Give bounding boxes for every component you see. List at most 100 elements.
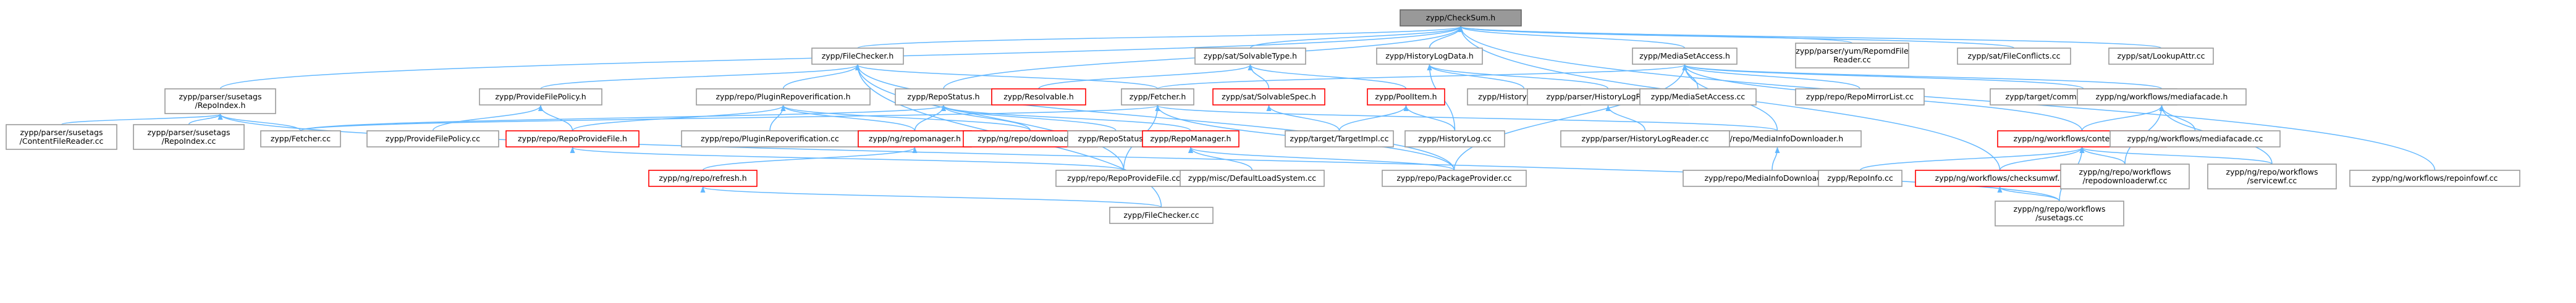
edge-refresh_h-to-ngrepomanager_h	[702, 147, 918, 171]
node-label: zypp/CheckSum.h	[1426, 13, 1495, 22]
graph-node-satsolvablespec-h[interactable]: zypp/sat/SolvableSpec.h	[1212, 88, 1325, 106]
node-box	[696, 88, 871, 106]
node-box	[164, 88, 276, 114]
graph-node-lookupattr[interactable]: zypp/sat/LookupAttr.cc	[2108, 48, 2214, 65]
graph-node-providefilepolicy-cc[interactable]: zypp/ProvideFilePolicy.cc	[366, 130, 499, 147]
graph-node-pluginrepover-h[interactable]: zypp/repo/PluginRepoverification.h	[696, 88, 871, 106]
node-label: zypp/parser/HistoryLogReader.h	[1546, 92, 1670, 101]
node-label: /servicewf.cc	[2247, 176, 2297, 185]
node-box	[1180, 170, 1325, 187]
edge-contextfacade_h-to-mediafacade_h	[2081, 105, 2164, 131]
edge-historylogreader_h-to-historylogdata_h	[1427, 64, 1609, 89]
graph-node-servicewf-cc[interactable]: zypp/ng/repo/workflows/servicewf.cc	[2207, 164, 2337, 189]
graph-node-repoprovidefile-h[interactable]: zypp/repo/RepoProvideFile.h	[505, 130, 640, 147]
graph-node-ngrepomanager-h[interactable]: zypp/ng/repomanager.h	[858, 130, 972, 147]
node-box	[1957, 48, 2071, 65]
node-label: zypp/repo/MediaInfoDownloader.cc	[1704, 173, 1839, 183]
graph-node-repodownloaderwf-cc[interactable]: zypp/ng/repo/workflows/repodownloaderwf.…	[2060, 164, 2190, 189]
graph-node-historylogdata-h[interactable]: zypp/HistoryLogData.h	[1376, 48, 1483, 65]
node-box	[895, 88, 992, 106]
graph-node-repomanager-h[interactable]: zypp/RepoManager.h	[1142, 130, 1239, 147]
graph-node-fileconflicts[interactable]: zypp/sat/FileConflicts.cc	[1957, 48, 2071, 65]
node-label: zypp/target/TargetImpl.cc	[1290, 134, 1389, 143]
node-label: zypp/MediaSetAccess.h	[1639, 51, 1730, 60]
node-box	[2109, 130, 2281, 147]
edge-packageprovider_cc-to-mediasetaccess_h	[1453, 64, 1687, 171]
edge-repoprovidefile_cc-to-repoprovidefile_h	[570, 147, 1125, 171]
edge-satsolvablespec_h-to-solvabletype_h	[1248, 64, 1270, 89]
edge-mediainfodownloader_cc-to-mediainfodownloader_h	[1772, 147, 1780, 171]
node-label: zypp/parser/susetags	[148, 128, 230, 137]
graph-node-mediasetaccess-cc[interactable]: zypp/MediaSetAccess.cc	[1639, 88, 1757, 106]
node-label: zypp/RepoStatus.h	[907, 92, 979, 101]
edge-targetimpl_cc-to-satsolvablespec_h	[1266, 105, 1340, 131]
node-label: /ContentFileReader.cc	[20, 136, 104, 146]
graph-node-historylog-cc[interactable]: zypp/HistoryLog.cc	[1404, 130, 1505, 147]
graph-node-packageprovider-cc[interactable]: zypp/repo/PackageProvider.cc	[1382, 170, 1527, 187]
graph-node-resolvable-h[interactable]: zypp/Resolvable.h	[991, 88, 1086, 106]
edge-providefilepolicy_h-to-filechecker_h	[540, 64, 860, 89]
edge-servicewf_cc-to-contextfacade_h	[2079, 147, 2273, 165]
graph-node-repoindex-h[interactable]: zypp/parser/susetags/RepoIndex.h	[164, 88, 276, 114]
graph-node-poolitem-h[interactable]: zypp/PoolItem.h	[1367, 88, 1445, 106]
edge-historylogreader_cc-to-historylogreader_h	[1605, 105, 1646, 131]
node-label: zypp/Resolvable.h	[1003, 92, 1074, 101]
graph-node-filechecker-h[interactable]: zypp/FileChecker.h	[811, 48, 904, 65]
node-layer: zypp/CheckSum.h zypp/FileChecker.h zypp/sa…	[6, 9, 2520, 226]
edge-pluginrepover_h-to-filechecker_h	[782, 64, 860, 89]
graph-node-providefilepolicy-h[interactable]: zypp/ProvideFilePolicy.h	[479, 88, 602, 106]
node-label: /RepoIndex.cc	[162, 136, 216, 146]
graph-node-mediafacade-h[interactable]: zypp/ng/workflows/mediafacade.h	[2077, 88, 2247, 106]
graph-node-defaultloadsystem-cc[interactable]: zypp/misc/DefaultLoadSystem.cc	[1180, 170, 1325, 187]
node-box	[366, 130, 499, 147]
graph-node-fetcher-cc[interactable]: zypp/Fetcher.cc	[260, 130, 341, 147]
edge-ngrepomanager_h-to-pluginrepover_h	[780, 105, 916, 131]
graph-node-repoinfo-cc[interactable]: zypp/RepoInfo.cc	[1818, 170, 1902, 187]
node-box	[1109, 207, 1214, 224]
graph-node-filechecker-cc[interactable]: zypp/FileChecker.cc	[1109, 207, 1214, 224]
edge-susetags_cc-to-repoindex_h	[217, 114, 2060, 202]
graph-node-fetcher-h[interactable]: zypp/Fetcher.h	[1121, 88, 1194, 106]
edge-fetcher_cc-to-repostatus_h	[300, 105, 946, 131]
graph-node-contentfilereader[interactable]: zypp/parser/susetags/ContentFileReader.c…	[6, 124, 117, 150]
graph-node-refresh-h[interactable]: zypp/ng/repo/refresh.h	[648, 170, 758, 187]
graph-node-susetags-cc[interactable]: zypp/ng/repo/workflows/susetags.cc	[1995, 201, 2124, 226]
edge-filechecker_cc-to-refresh_h	[700, 186, 1162, 208]
node-box	[1376, 48, 1483, 65]
graph-node-targetimpl-cc[interactable]: zypp/target/TargetImpl.cc	[1285, 130, 1394, 147]
graph-node-historylogreader-cc[interactable]: zypp/parser/HistoryLogReader.cc	[1560, 130, 1730, 147]
graph-node-mediafacade-cc[interactable]: zypp/ng/workflows/mediafacade.cc	[2109, 130, 2281, 147]
graph-node-repoinfowf-cc[interactable]: zypp/ng/workflows/repoinfowf.cc	[2349, 170, 2520, 187]
edge-lookupattr-to-root	[1458, 26, 2162, 49]
edge-mediasetaccess_h-to-root	[1458, 26, 1686, 49]
node-label: zypp/RepoInfo.cc	[1827, 173, 1893, 183]
graph-node-repostatus-h[interactable]: zypp/RepoStatus.h	[895, 88, 992, 106]
node-label: zypp/ng/repomanager.h	[869, 134, 961, 143]
node-box	[858, 130, 972, 147]
graph-node-repoprovidefile-cc[interactable]: zypp/repo/RepoProvideFile.cc	[1055, 170, 1192, 187]
node-label: zypp/MediaSetAccess.cc	[1651, 92, 1746, 101]
edge-poolitem_h-to-solvabletype_h	[1248, 64, 1407, 89]
node-box	[681, 130, 859, 147]
edge-repomirrorlist_cc-to-mediasetaccess_h	[1682, 64, 1860, 89]
node-label: zypp/repo/PackageProvider.cc	[1396, 173, 1511, 183]
graph-node-mediasetaccess-h[interactable]: zypp/MediaSetAccess.h	[1632, 48, 1738, 65]
node-label: zypp/repo/PluginRepoverification.h	[716, 92, 851, 101]
graph-node-repomirrorlist-cc[interactable]: zypp/repo/RepoMirrorList.cc	[1795, 88, 1925, 106]
graph-node-checksumwf-h[interactable]: zypp/ng/workflows/checksumwf.h	[1915, 170, 2085, 187]
edge-downloader_h-to-pluginrepover_h	[780, 105, 1031, 131]
node-label: zypp/sat/SolvableType.h	[1204, 51, 1297, 60]
node-box	[479, 88, 602, 106]
edge-fetcher_cc-to-fetcher_h	[300, 105, 1160, 131]
node-label: zypp/ng/repo/downloader.h	[978, 134, 1083, 143]
edge-filechecker_h-to-root	[857, 26, 1463, 49]
node-box	[1285, 130, 1394, 147]
edge-providefilepolicy_cc-to-providefilepolicy_h	[432, 105, 543, 131]
graph-node-solvabletype-h[interactable]: zypp/sat/SolvableType.h	[1194, 48, 1306, 65]
graph-node-root[interactable]: zypp/CheckSum.h	[1400, 9, 1522, 27]
graph-node-pluginrepover-cc[interactable]: zypp/repo/PluginRepoverification.cc	[681, 130, 859, 147]
edge-historylog_cc-to-poolitem_h	[1403, 105, 1456, 131]
graph-node-repoindex-cc[interactable]: zypp/parser/susetags/RepoIndex.cc	[133, 124, 245, 150]
node-label: /repodownloaderwf.cc	[2082, 176, 2167, 185]
